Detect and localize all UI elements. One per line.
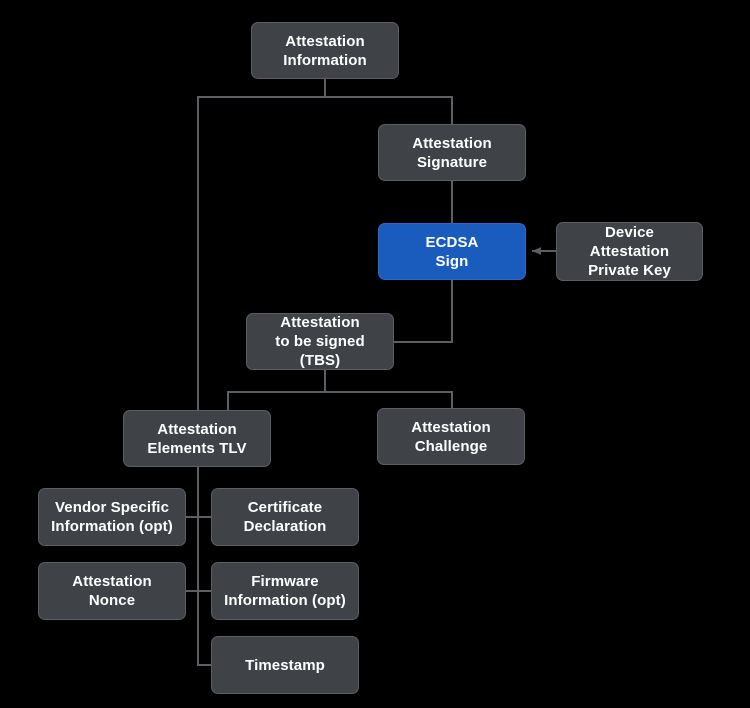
node-device-attestation-private-key[interactable]: Device Attestation Private Key: [556, 222, 703, 281]
node-label-attestation-challenge: Attestation Challenge: [411, 418, 491, 455]
node-label-device-attestation-private-key: Device Attestation Private Key: [588, 224, 671, 279]
node-attestation-challenge[interactable]: Attestation Challenge: [377, 408, 525, 465]
node-attestation-nonce[interactable]: Attestation Nonce: [38, 562, 186, 620]
node-label-attestation-information: Attestation Information: [283, 32, 367, 69]
node-certificate-declaration[interactable]: Certificate Declaration: [211, 488, 359, 546]
node-label-attestation-elements-tlv: Attestation Elements TLV: [147, 420, 247, 457]
node-label-attestation-signature: Attestation Signature: [412, 134, 492, 171]
node-label-vendor-specific-information: Vendor Specific Information (opt): [51, 499, 173, 535]
node-label-certificate-declaration: Certificate Declaration: [243, 499, 327, 535]
node-attestation-signature[interactable]: Attestation Signature: [378, 124, 526, 181]
node-label-ecdsa-sign: ECDSA Sign: [425, 233, 479, 270]
node-attestation-information[interactable]: Attestation Information: [251, 22, 399, 79]
node-timestamp[interactable]: Timestamp: [211, 636, 359, 694]
node-ecdsa-sign[interactable]: ECDSA Sign: [378, 223, 526, 280]
node-label-attestation-nonce: Attestation Nonce: [72, 573, 152, 609]
node-label-attestation-to-be-signed: Attestation to be signed (TBS): [275, 314, 365, 369]
connector-ecdsa-down-left-to-tbs: [393, 279, 453, 343]
node-attestation-elements-tlv[interactable]: Attestation Elements TLV: [123, 410, 271, 467]
node-label-firmware-information: Firmware Information (opt): [224, 573, 346, 609]
node-firmware-information[interactable]: Firmware Information (opt): [211, 562, 359, 620]
node-label-timestamp: Timestamp: [245, 656, 325, 674]
node-attestation-to-be-signed[interactable]: Attestation to be signed (TBS): [246, 313, 394, 370]
node-vendor-specific-information[interactable]: Vendor Specific Information (opt): [38, 488, 186, 546]
